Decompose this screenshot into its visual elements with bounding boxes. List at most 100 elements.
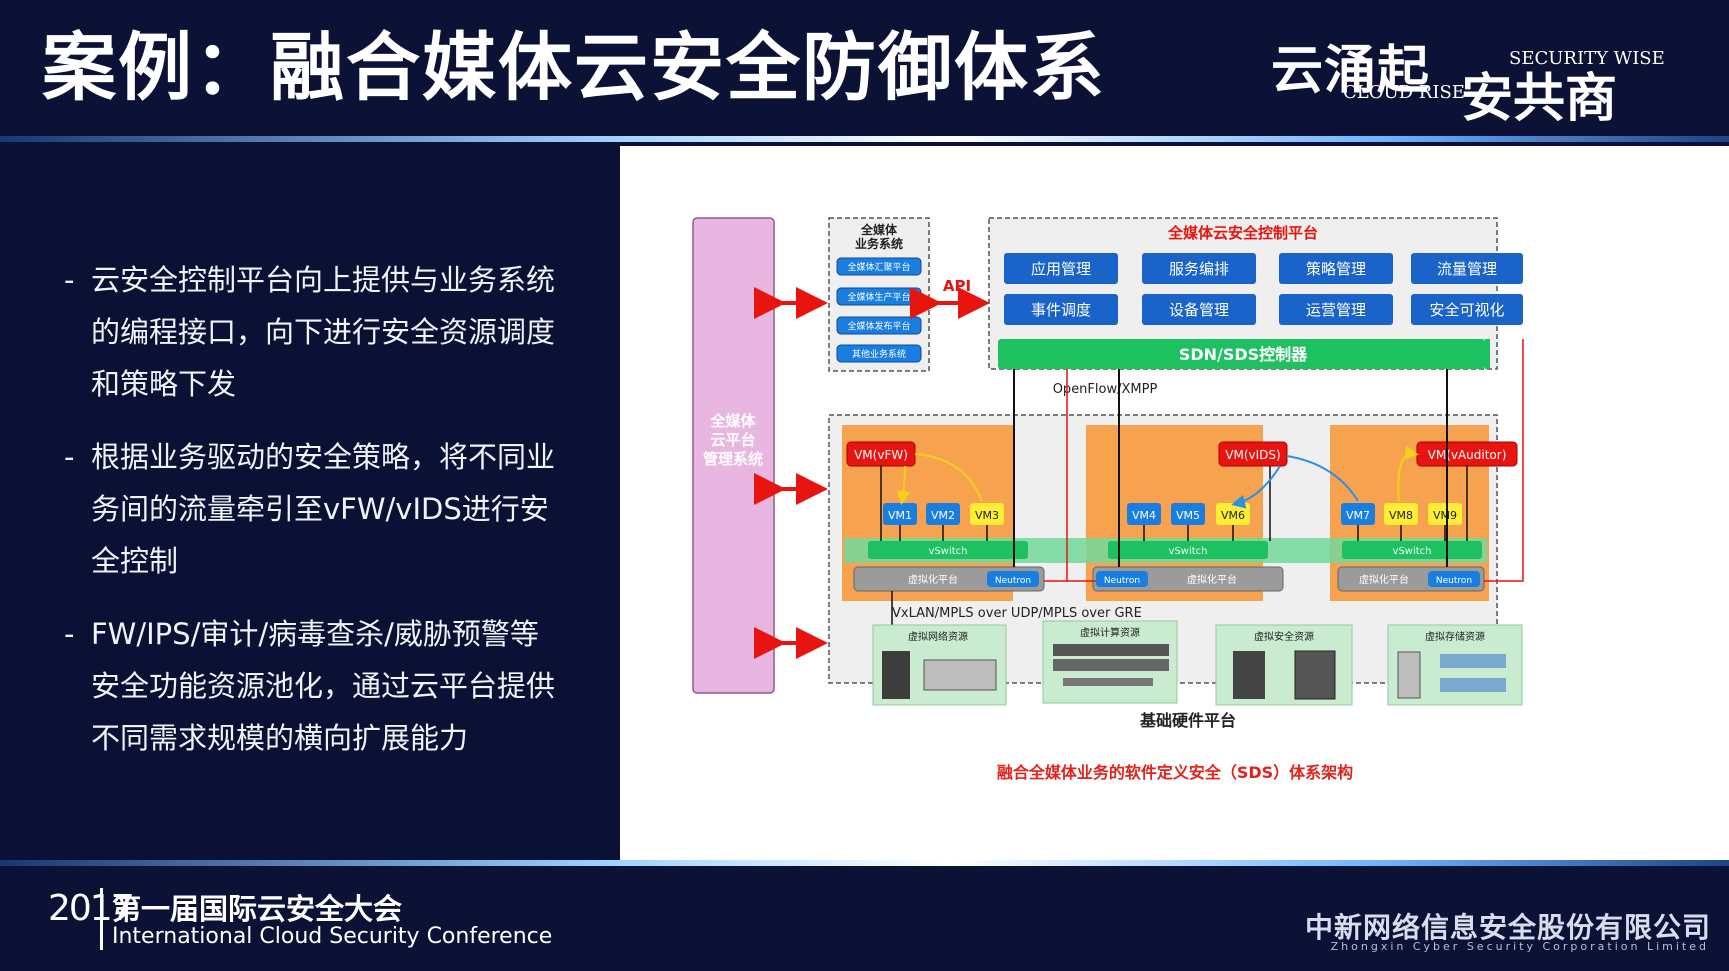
control-modules: 应用管理 服务编排 策略管理 流量管理 事件调度 设备管理 运营管理 安全可视化 [1004,253,1523,325]
module-box [1004,294,1118,325]
vm-box [1384,503,1418,525]
bullet-text: FW/IPS/审计/病毒查杀/威胁预警等安全功能资源池化，通过云平台提供不同需求… [91,617,556,755]
resource-pool-label: 虚拟计算资源 [1080,626,1140,639]
bullet-text: 云安全控制平台向上提供与业务系统的编程接口，向下进行安全资源调度和策略下发 [91,263,556,401]
resource-pool-label: 虚拟网络资源 [908,630,968,643]
neutron-label: Neutron [1104,576,1140,586]
vswitch-box [1108,541,1268,559]
vm-label: VM8 [1389,509,1413,522]
vswitch-label: vSwitch [1393,546,1432,557]
bullet-panel: - 云安全控制平台向上提供与业务系统的编程接口，向下进行安全资源调度和策略下发 … [0,146,620,860]
server-icon [1063,678,1153,686]
diagram-caption: 融合全媒体业务的软件定义安全（SDS）体系架构 [997,763,1353,782]
vm-box [883,503,917,525]
bullet-item: - FW/IPS/审计/病毒查杀/威胁预警等安全功能资源池化，通过云平台提供不同… [64,608,564,764]
virt-platform-label: 虚拟化平台 [908,573,958,586]
conference-name-zh: 第一届国际云安全大会 [112,892,403,926]
hardware-platform-label: 基础硬件平台 [1139,711,1236,730]
business-item-label: 其他业务系统 [852,348,906,360]
slide-header: 案例：融合媒体云安全防御体系 云涌起 安共商 CLOUD RISE SECURI… [0,0,1729,140]
resource-pool-label: 虚拟安全资源 [1254,630,1314,643]
business-system-title-1: 全媒体 [860,222,898,237]
logo-cn-line2: 安共商 [1461,69,1618,129]
neutron-box [1096,571,1148,587]
module-box [1279,253,1393,284]
api-label: API [943,277,971,295]
vswitch-label: vSwitch [1169,546,1208,557]
vm-box [1216,503,1250,525]
storage-tower-icon [1397,651,1421,699]
module-label: 服务编排 [1169,260,1229,278]
traffic-arrow-yellow [914,453,983,502]
business-item-box [836,344,922,363]
sds-architecture-diagram: 全媒体 云平台 管理系统 全媒体 业务系统 全媒体汇聚平台 全媒体生产平台 全媒… [692,217,1524,782]
conference-divider [100,888,103,950]
security-appliance-icon [1294,650,1336,700]
openflow-label: OpenFlow/XMPP [1053,382,1158,397]
storage-array-icon [1440,654,1506,668]
storage-array-icon [1440,678,1506,692]
bullet-marker: - [64,617,75,651]
bullet-marker: - [64,440,75,474]
business-system-title-2: 业务系统 [855,236,903,251]
cloud-mgmt-system-box [692,217,775,694]
business-item-label: 全媒体生产平台 [847,291,910,303]
network-switch-icon [923,659,997,691]
module-label: 应用管理 [1031,260,1091,278]
business-item-box [836,316,922,335]
traffic-arrow-blue [1286,455,1359,502]
neutron-label: Neutron [1436,576,1472,586]
vm-box [1127,503,1161,525]
module-box [1279,294,1393,325]
vm-label: VM3 [975,509,999,522]
vm-box [1341,503,1375,525]
neutron-box [987,571,1039,587]
server-icon [1053,659,1169,671]
server-icon [1053,644,1169,656]
traffic-arrow-yellow [1397,445,1419,502]
module-box [1142,253,1256,284]
module-box [1411,294,1523,325]
bullet-marker: - [64,263,75,297]
business-item-label: 全媒体汇聚平台 [847,261,910,273]
security-vm-label: VM(vAuditor) [1428,448,1507,462]
vswitch-label: vSwitch [929,546,968,557]
vm-label: VM4 [1132,509,1156,522]
sdn-sds-controller-label: SDN/SDS控制器 [1179,345,1308,364]
slide-title: 案例：融合媒体云安全防御体系 [42,25,1106,111]
slide-footer: 2017 第一届国际云安全大会 International Cloud Secu… [0,866,1729,971]
vm-label: VM6 [1221,509,1245,522]
security-appliance-icon [1233,651,1265,699]
security-vm-label: VM(vFW) [854,448,908,462]
security-vm-box [1218,441,1288,467]
module-label: 安全可视化 [1429,301,1504,319]
business-item-label: 全媒体发布平台 [847,320,910,332]
sdn-sds-controller-box [998,339,1485,369]
traffic-arrow-yellow [896,465,911,505]
vm-box [926,503,960,525]
controller-edge [1485,339,1490,369]
vm-label: VM9 [1433,509,1457,522]
module-box [1004,253,1118,284]
vm-box [970,503,1004,525]
vm-box [1428,503,1462,525]
mgmt-system-label-1: 全媒体 [709,412,756,430]
module-label: 运营管理 [1306,301,1366,319]
module-label: 策略管理 [1306,260,1366,278]
mgmt-system-label-3: 管理系统 [703,450,763,468]
neutron-control-line [1484,339,1524,582]
vm-label: VM1 [888,509,912,522]
logo-en-line1: CLOUD RISE [1343,82,1465,103]
architecture-diagram-panel: 全媒体 云平台 管理系统 全媒体 业务系统 全媒体汇聚平台 全媒体生产平台 全媒… [620,146,1729,860]
neutron-box [1428,571,1480,587]
resource-pool-label: 虚拟存储资源 [1425,630,1485,643]
module-label: 流量管理 [1437,260,1497,278]
company-name-en: Zhongxin Cyber Security Corporation Limi… [1330,940,1709,953]
bullet-item: - 根据业务驱动的安全策略，将不同业务间的流量牵引至vFW/vIDS进行安全控制 [64,431,564,587]
company-name-zh: 中新网络信息安全股份有限公司 [1304,911,1711,944]
bullet-item: - 云安全控制平台向上提供与业务系统的编程接口，向下进行安全资源调度和策略下发 [64,254,564,410]
module-label: 设备管理 [1169,301,1229,319]
network-device-icon [882,651,910,699]
neutron-label: Neutron [995,576,1031,586]
virt-platform-label: 虚拟化平台 [1187,573,1237,586]
